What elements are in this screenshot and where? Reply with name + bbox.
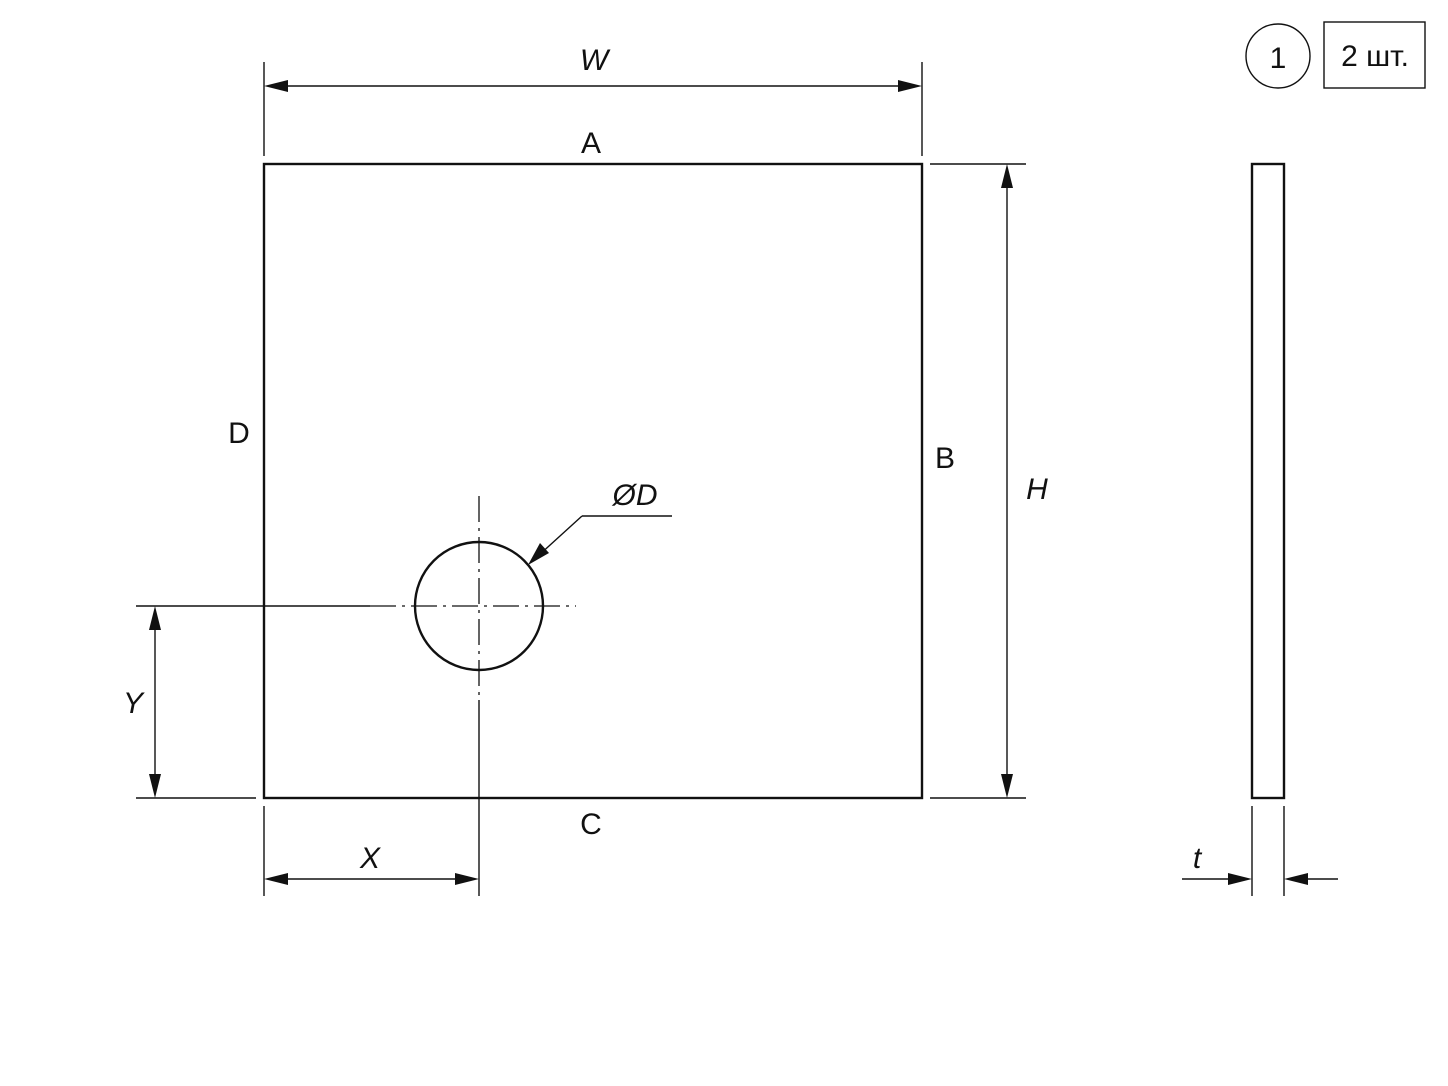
edge-label-top: A bbox=[581, 127, 601, 160]
thickness-label: t bbox=[1193, 842, 1203, 875]
plate-side-view bbox=[1250, 162, 1286, 800]
height-dimension bbox=[930, 163, 1026, 799]
diameter-leader bbox=[528, 515, 672, 565]
part-number-text: 1 bbox=[1270, 42, 1287, 75]
width-label: W bbox=[580, 44, 611, 77]
edge-label-bottom: C bbox=[580, 808, 602, 841]
hole-x-dimension bbox=[263, 700, 480, 896]
thickness-dimension bbox=[1182, 806, 1338, 896]
plate-outline bbox=[262, 162, 924, 800]
hole-y-dimension bbox=[136, 605, 370, 799]
edge-label-left: D bbox=[228, 417, 250, 450]
hole-diameter-label: ØD bbox=[612, 479, 658, 512]
quantity-box bbox=[1323, 21, 1426, 89]
hole-x-label: X bbox=[359, 842, 381, 875]
width-dimension bbox=[263, 62, 923, 156]
edge-label-right: B bbox=[935, 442, 955, 475]
part-number-balloon bbox=[1245, 23, 1311, 89]
quantity-text: 2 шт. bbox=[1341, 40, 1409, 73]
hole-y-label: Y bbox=[123, 687, 145, 720]
height-label: H bbox=[1026, 473, 1048, 506]
